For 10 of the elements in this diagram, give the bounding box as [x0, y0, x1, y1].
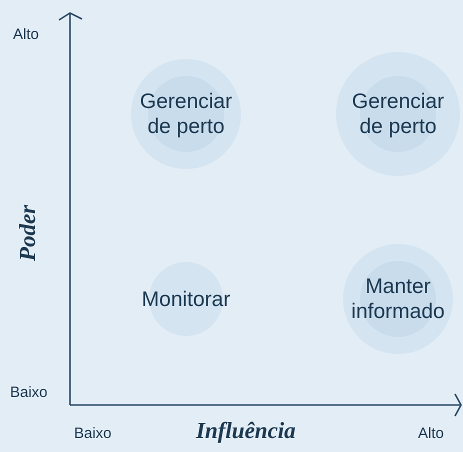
axis-low-label: Baixo — [74, 425, 112, 442]
axis-high-label: Alto — [418, 425, 444, 442]
axis-title: Poder — [15, 204, 42, 262]
axis-high-label: Alto — [13, 26, 39, 43]
axis-title: Influência — [196, 418, 296, 444]
axis-low-label: Baixo — [10, 384, 48, 401]
quadrant-label: Gerenciar de perto — [138, 89, 234, 139]
quadrant-label: Gerenciar de perto — [350, 89, 446, 139]
quadrant-label: Monitorar — [140, 286, 232, 312]
quadrant-label: Manter informado — [350, 274, 446, 324]
